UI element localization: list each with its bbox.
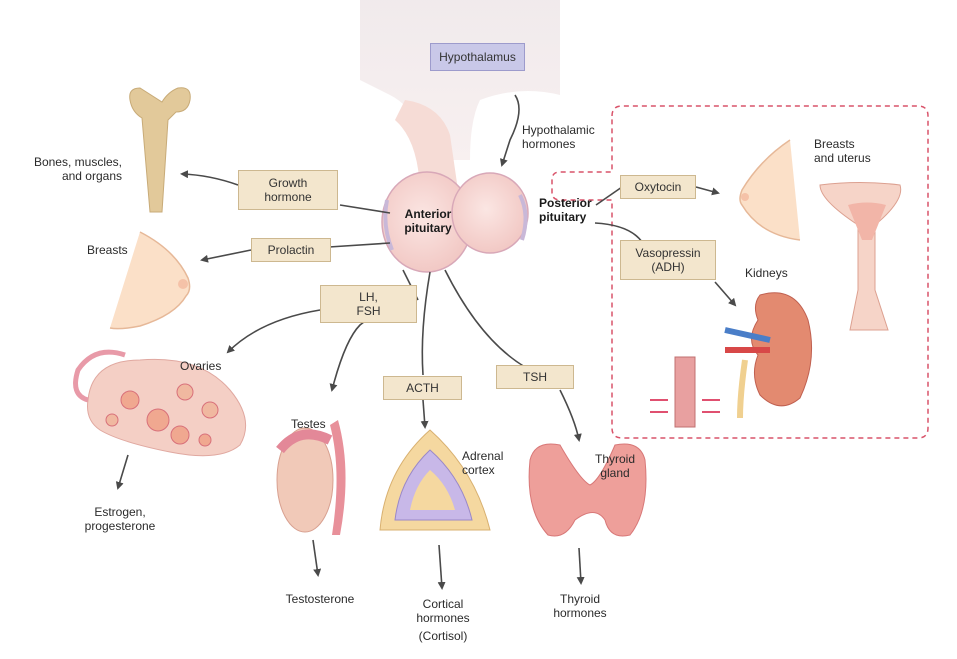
cortical-hormones-label: Cortical hormones: [416, 597, 470, 625]
anterior-pituitary-label: Anterior pituitary: [404, 207, 452, 235]
testosterone-label: Testosterone: [285, 592, 355, 606]
bone-illustration: [129, 87, 191, 213]
cortisol-label: (Cortisol): [418, 629, 468, 643]
posterior-pituitary-region: [551, 105, 929, 439]
hypothalamus-box: Hypothalamus: [430, 43, 525, 71]
thyroid-hormones-label: Thyroid hormones: [553, 592, 607, 620]
vasopressin-box: Vasopressin (ADH): [620, 240, 716, 280]
growth-hormone-box: Growth hormone: [238, 170, 338, 210]
breasts-label: Breasts: [87, 243, 128, 257]
posterior-pituitary-label: Posterior pituitary: [539, 196, 592, 224]
breasts-uterus-label: Breasts and uterus: [814, 137, 871, 165]
tsh-box: TSH: [496, 365, 574, 389]
testes-illustration: [276, 420, 346, 535]
adrenal-cortex-label: Adrenal cortex: [462, 449, 504, 477]
adrenal-illustration: [379, 429, 491, 531]
oxytocin-box: Oxytocin: [620, 175, 696, 199]
kidney-illustration: [724, 292, 813, 419]
ovary-illustration: [73, 349, 247, 457]
thyroid-gland-label: Thyroid gland: [594, 452, 635, 480]
acth-box: ACTH: [383, 376, 462, 400]
posterior-pituitary-gland: [451, 172, 529, 254]
ovaries-label: Ovaries: [180, 359, 222, 373]
bones-label: Bones, muscles, and organs: [33, 155, 122, 183]
hypothalamic-hormones-label: Hypothalamic hormones: [522, 123, 595, 151]
testes-label: Testes: [291, 417, 326, 431]
estrogen-label: Estrogen, progesterone: [84, 505, 156, 533]
brain-background: [360, 0, 560, 190]
lh-fsh-box: LH, FSH: [320, 285, 417, 323]
prolactin-box: Prolactin: [251, 238, 331, 262]
thyroid-illustration: [528, 443, 647, 537]
arrows: [115, 94, 737, 590]
breast-illustration: [109, 231, 191, 330]
kidneys-label: Kidneys: [745, 266, 788, 280]
breast-uterus-illustration: [739, 139, 902, 331]
vessel-illustration: [650, 356, 720, 428]
